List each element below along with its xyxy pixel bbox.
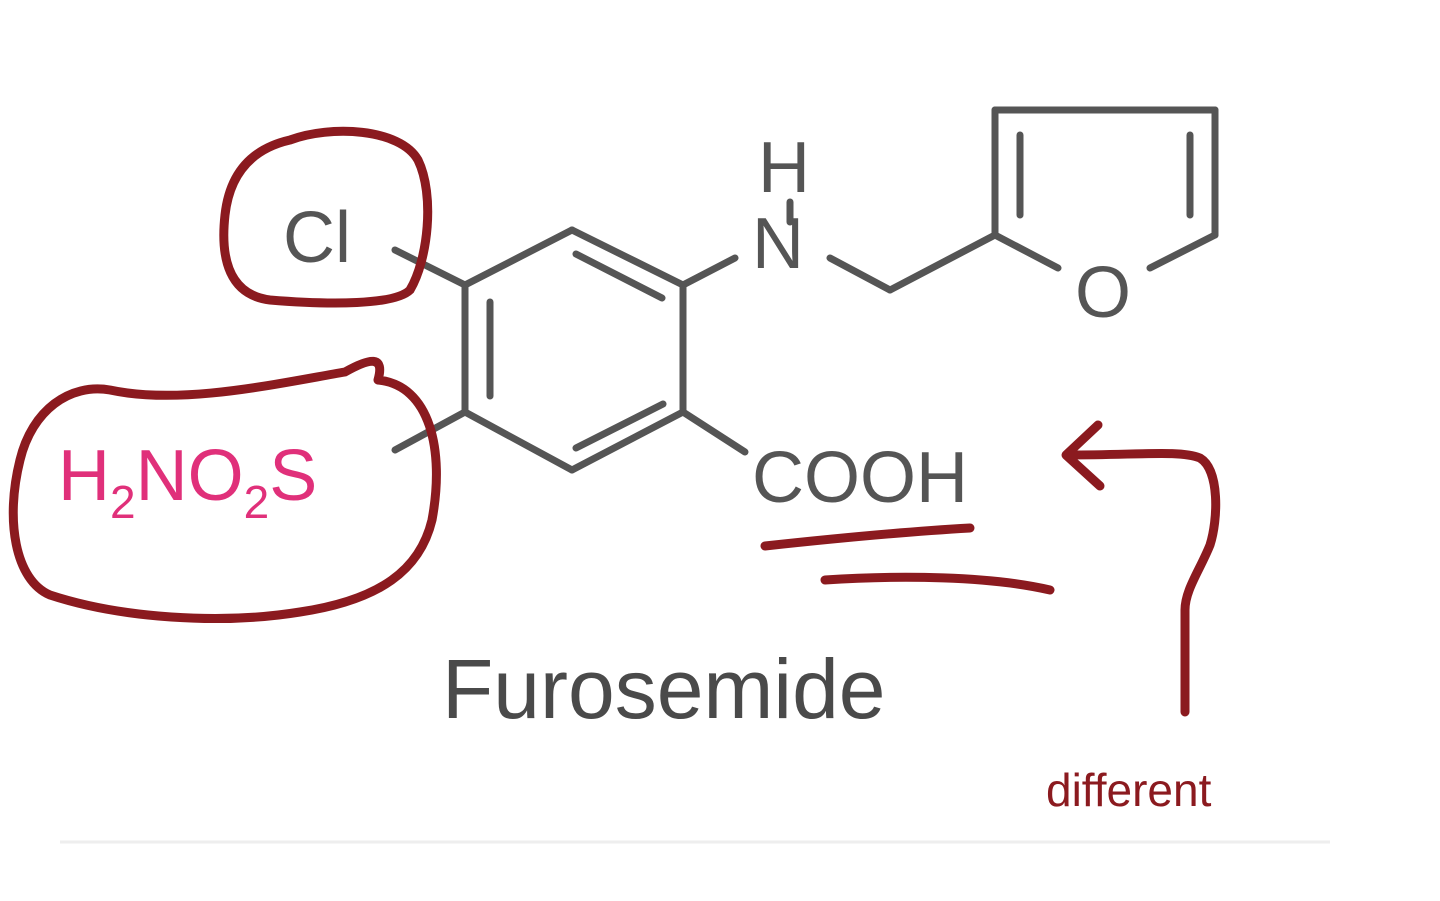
sulfonamide-o-count: 2 (244, 476, 270, 528)
carboxyl-underline-1 (760, 523, 975, 551)
amine-nitrogen-label: N (752, 204, 804, 284)
sulfonamide-o: O (188, 436, 244, 516)
furan-oxygen-label: O (1075, 253, 1131, 333)
sulfonamide-label: H2NO2S (58, 436, 317, 528)
arrow-icon (1063, 448, 1221, 717)
sulfonamide-h: H (58, 436, 110, 516)
sulfonamide-s: S (269, 436, 317, 516)
sulfonamide-n: N (136, 436, 188, 516)
molecule-name: Furosemide (442, 642, 886, 736)
sulfonamide-h-count: 2 (110, 476, 136, 528)
chlorine-label: Cl (283, 198, 351, 278)
carboxyl-underline-2 (820, 572, 1055, 595)
substituent-bonds (391, 198, 999, 456)
arrow-head-icon (1061, 420, 1105, 491)
amine-hydrogen-label: H (758, 128, 810, 208)
handwritten-annotations (8, 126, 1221, 717)
chlorine-circle (219, 126, 433, 308)
sulfonamide-circle (8, 356, 441, 623)
furan-ring (991, 106, 1219, 272)
annotation-note: different (1046, 764, 1212, 816)
carboxyl-label: COOH (752, 438, 968, 518)
benzene-ring (461, 226, 687, 474)
